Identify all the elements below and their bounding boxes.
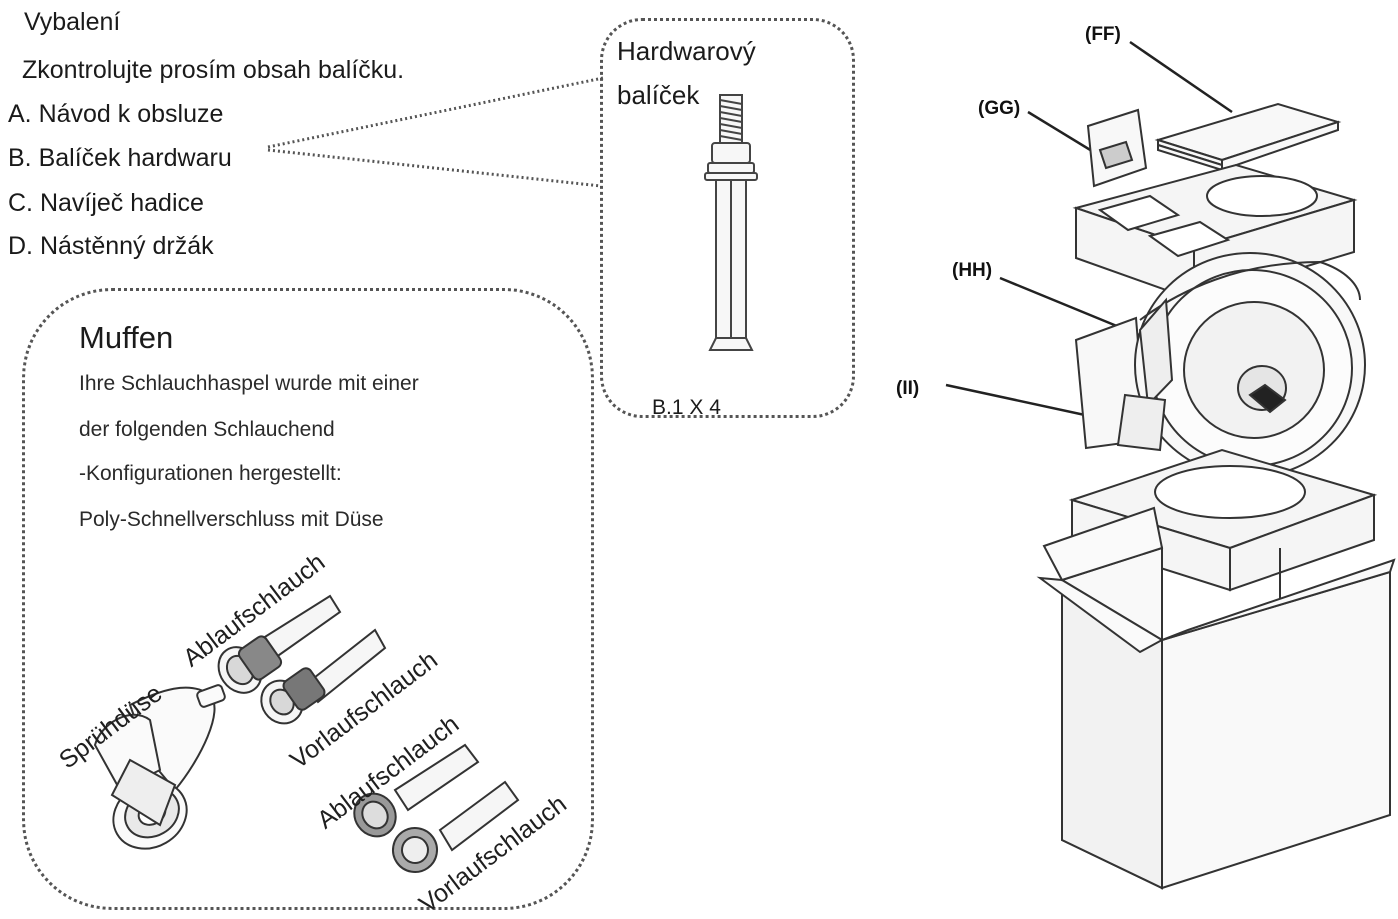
muffen-title: Muffen bbox=[79, 320, 174, 355]
callout-ii: (II) bbox=[896, 378, 920, 399]
hardware-pack-box bbox=[600, 18, 855, 418]
anchor-bolt-drawing bbox=[704, 94, 758, 351]
check-contents-text: Zkontrolujte prosím obsah balíčku. bbox=[22, 56, 405, 84]
muffen-text-line: der folgenden Schlauchend bbox=[79, 418, 335, 441]
callout-ff: (FF) bbox=[1085, 24, 1121, 45]
hose-reel-drawing bbox=[1074, 252, 1366, 478]
hardware-bag-drawing bbox=[1086, 108, 1148, 188]
muffen-text-line: -Konfigurationen hergestellt: bbox=[79, 462, 342, 485]
contents-item-hardware: B. Balíček hardwaru bbox=[8, 144, 232, 172]
callout-hh: (HH) bbox=[952, 260, 993, 281]
muffen-box bbox=[22, 288, 594, 910]
hose-connectors-bottom bbox=[353, 743, 520, 873]
muffen-text-line: Ihre Schlauchhaspel wurde mit einer bbox=[79, 372, 419, 395]
hardware-leader-lines bbox=[267, 76, 604, 188]
contents-item-wall-bracket: D. Nástěnný držák bbox=[8, 232, 214, 260]
manual-sheets-drawing bbox=[1154, 102, 1342, 172]
unpacking-heading: Vybalení bbox=[24, 8, 121, 36]
hose-connectors-top bbox=[217, 594, 387, 725]
contents-item-hose-reel: C. Navíječ hadice bbox=[8, 189, 204, 217]
spray-nozzle-drawing bbox=[93, 684, 226, 850]
muffen-text-line: Poly-Schnellverschluss mit Düse bbox=[79, 508, 384, 531]
contents-item-manual: A. Návod k obsluze bbox=[8, 100, 224, 128]
hardware-pack-quantity: B.1 X 4 bbox=[652, 396, 721, 419]
callout-gg: (GG) bbox=[978, 98, 1021, 119]
shipping-box-drawing bbox=[1036, 506, 1396, 890]
hardware-pack-title-line2: balíček bbox=[617, 80, 700, 110]
hardware-pack-title-line1: Hardwarový bbox=[617, 36, 756, 66]
